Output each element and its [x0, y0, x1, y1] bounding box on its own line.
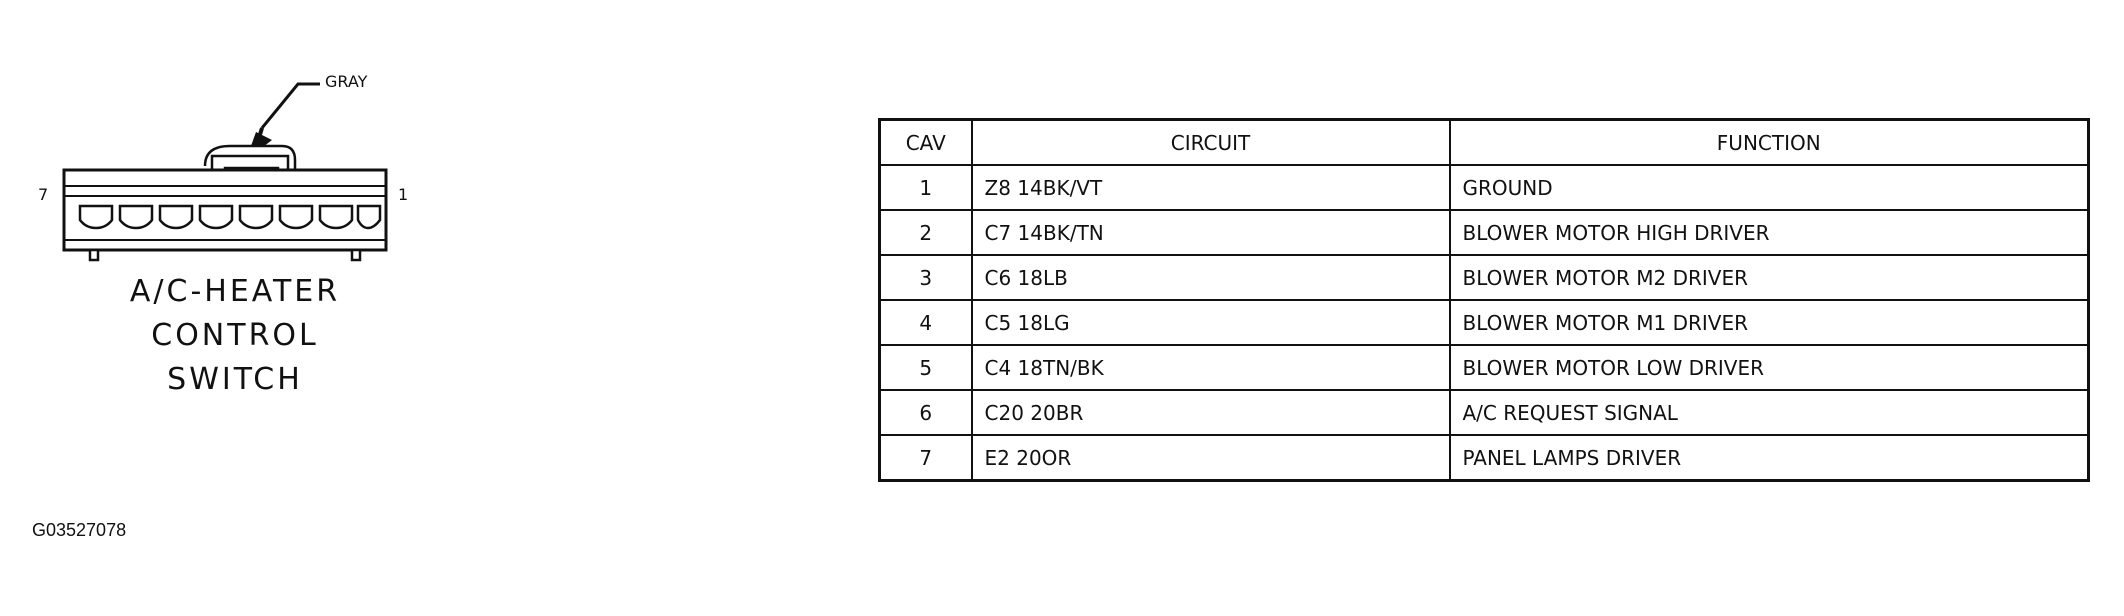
connector-title-line: SWITCH: [167, 362, 303, 397]
table-row: 4 C5 18LG BLOWER MOTOR M1 DRIVER: [878, 299, 2090, 346]
cav-cell: 1: [878, 164, 973, 211]
function-cell: PANEL LAMPS DRIVER: [1448, 434, 2090, 482]
function-cell: BLOWER MOTOR HIGH DRIVER: [1448, 209, 2090, 256]
table-row: 2 C7 14BK/TN BLOWER MOTOR HIGH DRIVER: [878, 209, 2090, 256]
housing-pegs: [88, 248, 362, 262]
circuit-cell: C6 18LB: [970, 254, 1451, 301]
connector-cavities: [78, 204, 382, 230]
cav-cell: 6: [878, 389, 973, 436]
circuit-cell: C7 14BK/TN: [970, 209, 1451, 256]
connector-title-line: A/C-HEATER: [129, 274, 341, 309]
cav-cell: 2: [878, 209, 973, 256]
cav-cell: 3: [878, 254, 973, 301]
cav-cell: 7: [878, 434, 973, 482]
header-function: FUNCTION: [1448, 118, 2090, 166]
function-cell: BLOWER MOTOR M2 DRIVER: [1448, 254, 2090, 301]
function-cell: GROUND: [1448, 164, 2090, 211]
connector-title: A/C-HEATER CONTROL SWITCH: [90, 270, 380, 402]
table-row: 5 C4 18TN/BK BLOWER MOTOR LOW DRIVER: [878, 344, 2090, 391]
circuit-cell: Z8 14BK/VT: [970, 164, 1451, 211]
pinout-table: CAV CIRCUIT FUNCTION 1 Z8 14BK/VT GROUND…: [878, 118, 2090, 482]
connector-drawing: [62, 82, 388, 262]
header-cav: CAV: [878, 118, 973, 166]
table-row: 6 C20 20BR A/C REQUEST SIGNAL: [878, 389, 2090, 436]
function-cell: BLOWER MOTOR LOW DRIVER: [1448, 344, 2090, 391]
pin-number-right: 1: [398, 185, 409, 204]
circuit-cell: C20 20BR: [970, 389, 1451, 436]
header-circuit: CIRCUIT: [970, 118, 1451, 166]
connector-title-line: CONTROL: [151, 318, 319, 353]
pin-number-left: 7: [38, 185, 49, 204]
cav-cell: 4: [878, 299, 973, 346]
table-row: 3 C6 18LB BLOWER MOTOR M2 DRIVER: [878, 254, 2090, 301]
function-cell: A/C REQUEST SIGNAL: [1448, 389, 2090, 436]
table-row: 1 Z8 14BK/VT GROUND: [878, 164, 2090, 211]
connector-figure: GRAY 7 1 A/C-HEATER CONTROL SWITCH: [20, 60, 440, 400]
function-cell: BLOWER MOTOR M1 DRIVER: [1448, 299, 2090, 346]
circuit-cell: C4 18TN/BK: [970, 344, 1451, 391]
circuit-cell: C5 18LG: [970, 299, 1451, 346]
cav-cell: 5: [878, 344, 973, 391]
wire-color-label: GRAY: [325, 72, 368, 91]
table-header-row: CAV CIRCUIT FUNCTION: [878, 118, 2090, 166]
figure-id: G03527078: [32, 520, 127, 540]
circuit-cell: E2 20OR: [970, 434, 1451, 482]
table-row: 7 E2 20OR PANEL LAMPS DRIVER: [878, 434, 2090, 482]
